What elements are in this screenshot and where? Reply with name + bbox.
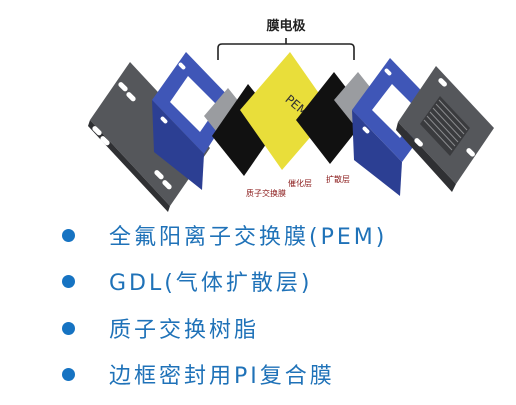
list-item-text: 全氟阳离子交换膜(PEM) (109, 225, 388, 250)
bullet-dot (62, 274, 75, 288)
bullet-dot (62, 367, 75, 381)
membrane-electrode-diagram: PEM 膜电极 (88, 18, 494, 212)
list-item-text: 质子交换树脂 (109, 318, 260, 343)
list-item: GDL(气体扩散层) (62, 267, 313, 296)
bullet-dot (62, 228, 75, 242)
pem-membrane (240, 52, 332, 170)
list-item-text: GDL(气体扩散层) (109, 271, 313, 296)
diffusion-layer-label: 扩散层 (326, 174, 350, 184)
list-item: 全氟阳离子交换膜(PEM) (62, 221, 388, 250)
list-item: 边框密封用PI复合膜 (62, 360, 335, 389)
list-item: 质子交换树脂 (62, 314, 260, 343)
right-end-plate (396, 66, 494, 192)
mea-bracket (217, 38, 355, 60)
list-item-text: 边框密封用PI复合膜 (109, 364, 335, 389)
proton-exchange-membrane-label: 质子交换膜 (246, 188, 286, 198)
mea-title: 膜电极 (266, 18, 306, 34)
bullet-dot (62, 321, 75, 335)
catalyst-layer-label: 催化层 (288, 178, 312, 188)
